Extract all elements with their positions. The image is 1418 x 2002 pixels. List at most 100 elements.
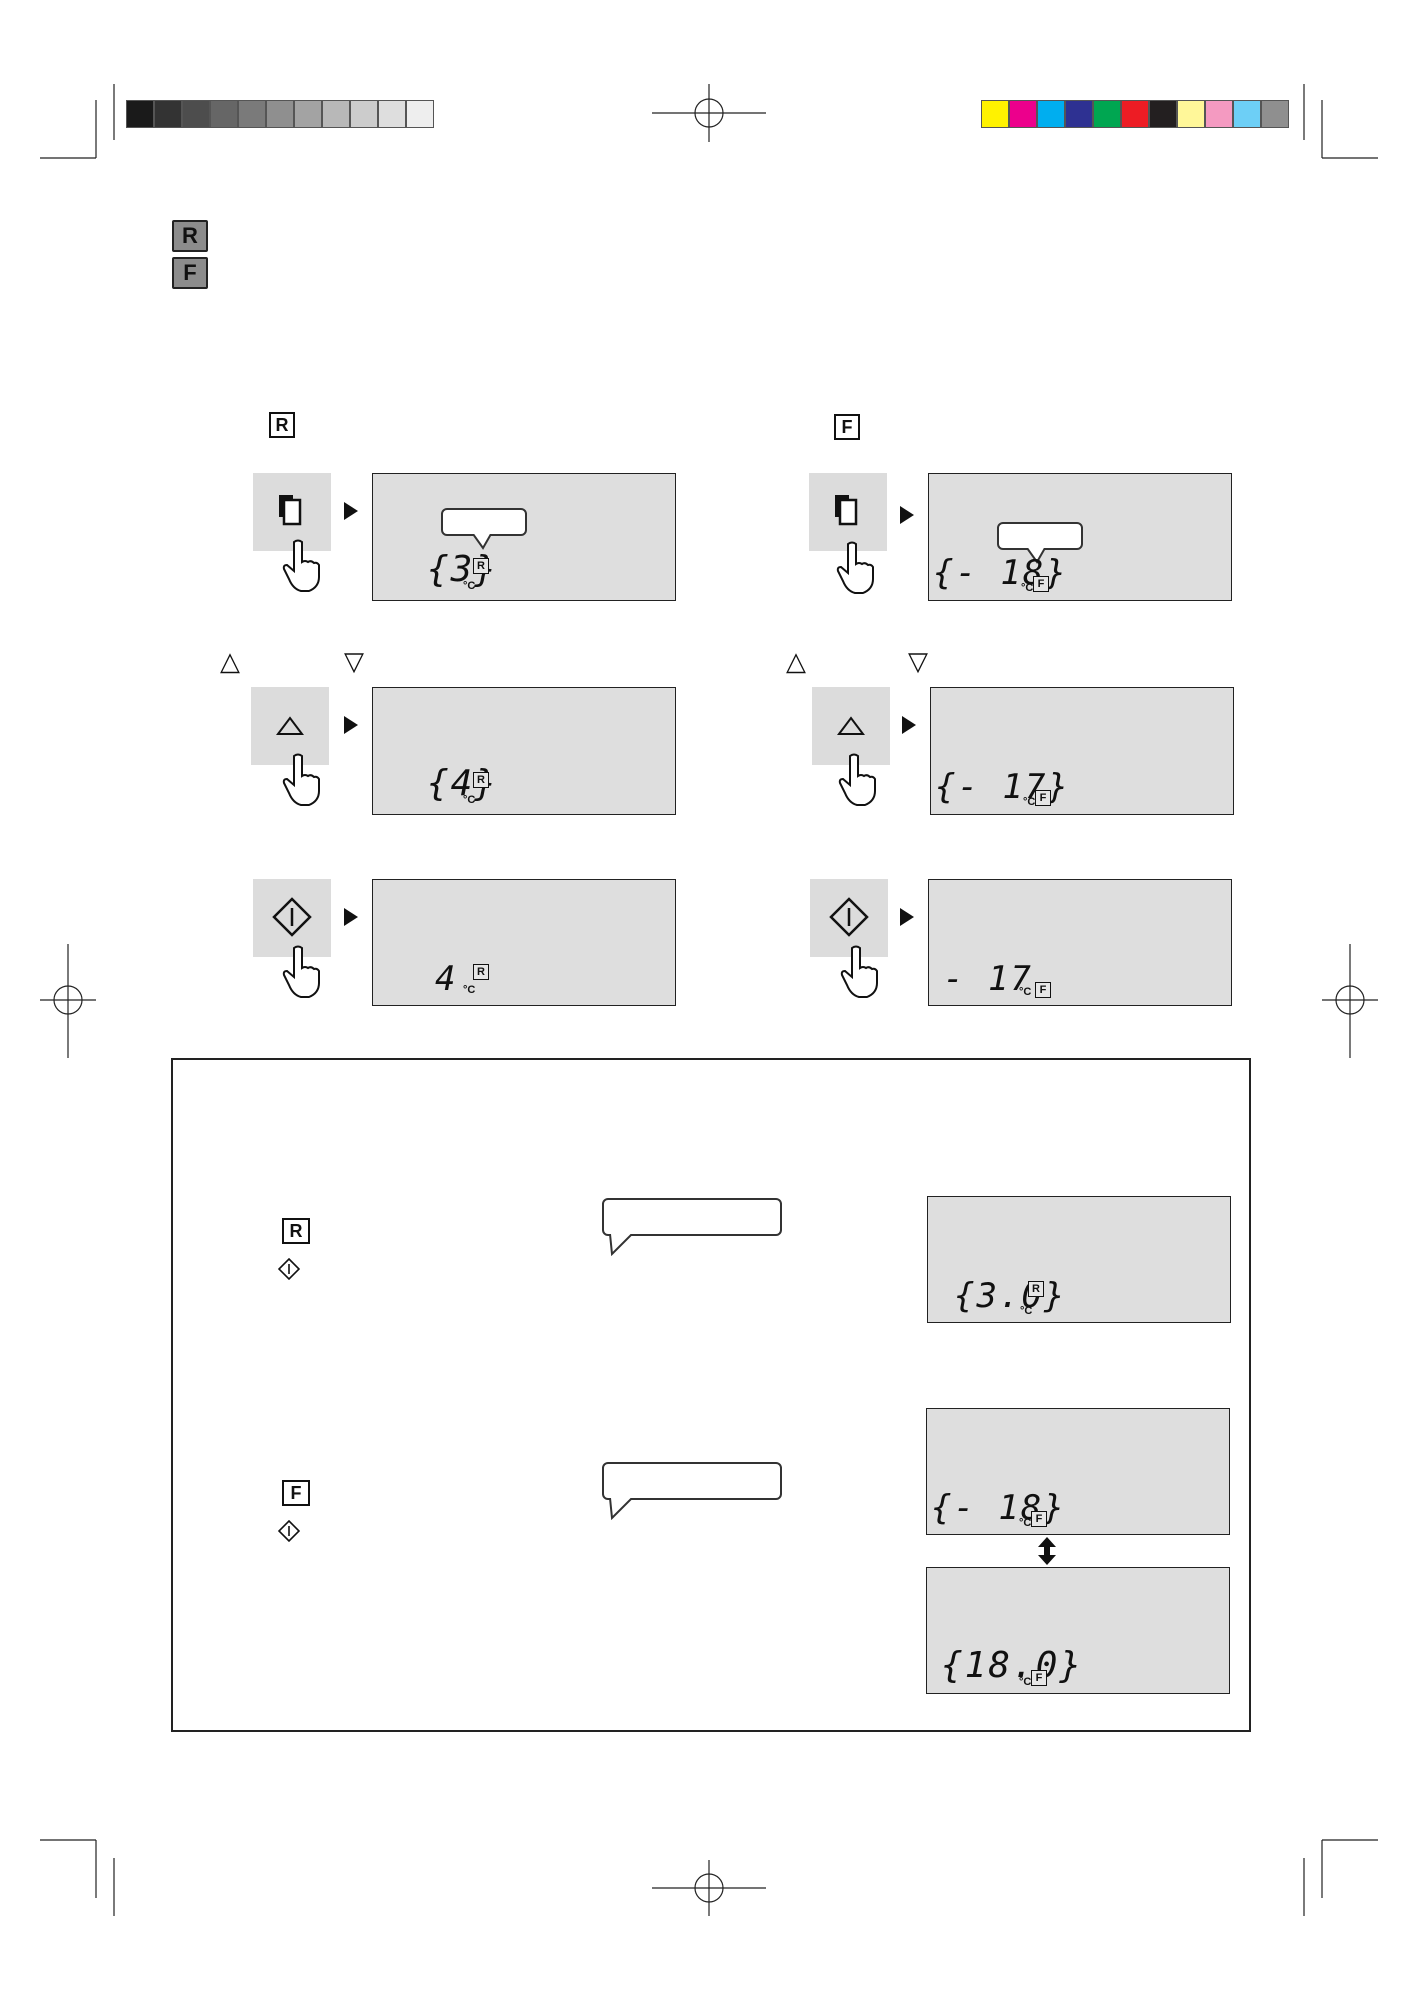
color-swatch	[1037, 100, 1065, 128]
color-swatch	[406, 100, 434, 128]
color-swatch	[1205, 100, 1233, 128]
celsius-unit: °C	[1019, 1676, 1032, 1688]
pointing-hand-icon	[282, 945, 320, 998]
celsius-unit: °C	[463, 580, 476, 592]
note-refrigerator-display: {3.0} °C R	[927, 1196, 1231, 1323]
freezer-display-step2: {- 17} °C F	[930, 687, 1234, 815]
temperature-digits: {- 18}	[933, 553, 1068, 593]
note-freezer-display-b: {18.0} °C F	[926, 1567, 1230, 1694]
color-swatch	[266, 100, 294, 128]
celsius-unit: °C	[1019, 986, 1032, 998]
temperature-digits: {18.0}	[941, 1645, 1084, 1686]
color-swatch	[126, 100, 154, 128]
refrigerator-section-badge: R	[269, 412, 295, 438]
celsius-unit: °C	[463, 984, 476, 996]
freezer-display-step3: - 17 °C F	[928, 879, 1232, 1006]
note-freezer-display-a: {- 18} °C F	[926, 1408, 1230, 1535]
color-swatch	[1261, 100, 1289, 128]
compartment-badge: R	[473, 772, 489, 788]
down-symbol: ▽	[344, 646, 364, 676]
compartment-badge: R	[473, 964, 489, 980]
confirm-diamond-icon	[272, 897, 312, 937]
compartment-badge: F	[1031, 1511, 1047, 1527]
freezer-select-button[interactable]	[809, 473, 887, 551]
note-freezer-badge: F	[282, 1480, 310, 1506]
confirm-diamond-icon	[278, 1520, 300, 1542]
refrigerator-confirm-button[interactable]	[253, 879, 331, 957]
color-swatch	[378, 100, 406, 128]
freezer-section-badge: F	[834, 414, 860, 440]
copy-select-icon	[279, 495, 302, 526]
down-symbol: ▽	[908, 646, 928, 676]
color-swatch	[294, 100, 322, 128]
celsius-unit: °C	[1021, 582, 1034, 594]
legend-refrigerator-badge: R	[172, 220, 208, 252]
color-swatch	[1233, 100, 1261, 128]
compartment-badge: F	[1035, 982, 1051, 998]
celsius-unit: °C	[1019, 1517, 1032, 1529]
celsius-unit: °C	[463, 794, 476, 806]
freezer-up-button[interactable]	[812, 687, 890, 765]
note-refrigerator-badge: R	[282, 1218, 310, 1244]
color-swatch	[1093, 100, 1121, 128]
step-arrow	[344, 908, 358, 926]
step-arrow	[344, 502, 358, 520]
up-triangle-icon	[276, 716, 304, 735]
callout-tail	[1027, 548, 1046, 564]
compartment-badge: F	[1031, 1670, 1047, 1686]
compartment-badge: R	[473, 558, 489, 574]
freezer-confirm-button[interactable]	[810, 879, 888, 957]
note-speech-callout	[602, 1462, 782, 1500]
compartment-badge: F	[1035, 790, 1051, 806]
temperature-digits: 4	[435, 959, 458, 999]
step-arrow	[344, 716, 358, 734]
step-arrow	[900, 506, 914, 524]
callout-tail	[473, 534, 492, 550]
toggle-arrow-icon	[1038, 1537, 1056, 1565]
step-arrow	[900, 908, 914, 926]
up-triangle-icon	[837, 716, 865, 735]
color-swatch	[981, 100, 1009, 128]
pointing-hand-icon	[840, 945, 878, 998]
pointing-hand-icon	[838, 753, 876, 806]
temperature-digits: {3.0}	[954, 1276, 1067, 1316]
color-swatch	[182, 100, 210, 128]
speech-callout	[441, 508, 527, 536]
color-swatch	[1009, 100, 1037, 128]
color-swatch	[238, 100, 266, 128]
color-swatch	[1121, 100, 1149, 128]
refrigerator-display-step1: {3} °C R	[372, 473, 676, 601]
color-swatch	[322, 100, 350, 128]
callout-tail	[609, 1498, 633, 1520]
compartment-badge: R	[1028, 1281, 1044, 1297]
temperature-digits: {- 18}	[931, 1488, 1066, 1528]
temperature-digits: - 17	[943, 959, 1033, 999]
callout-tail	[609, 1234, 633, 1256]
up-symbol: △	[220, 646, 240, 676]
speech-callout	[997, 522, 1083, 550]
color-swatch	[1149, 100, 1177, 128]
refrigerator-up-button[interactable]	[251, 687, 329, 765]
refrigerator-display-step2: {4} °C R	[372, 687, 676, 815]
copy-select-icon	[835, 495, 858, 526]
celsius-unit: °C	[1023, 796, 1036, 808]
color-swatch	[154, 100, 182, 128]
note-speech-callout	[602, 1198, 782, 1236]
note-box	[171, 1058, 1251, 1732]
color-swatch	[1177, 100, 1205, 128]
compartment-badge: F	[1033, 576, 1049, 592]
confirm-diamond-icon	[278, 1258, 300, 1280]
pointing-hand-icon	[282, 539, 320, 592]
step-arrow	[902, 716, 916, 734]
up-symbol: △	[786, 646, 806, 676]
freezer-display-step1: {- 18} °C F	[928, 473, 1232, 601]
color-swatch	[350, 100, 378, 128]
color-swatch	[1065, 100, 1093, 128]
confirm-diamond-icon	[829, 897, 869, 937]
celsius-unit: °C	[1020, 1305, 1033, 1317]
color-swatch	[210, 100, 238, 128]
refrigerator-select-button[interactable]	[253, 473, 331, 551]
pointing-hand-icon	[282, 753, 320, 806]
refrigerator-display-step3: 4 °C R	[372, 879, 676, 1006]
